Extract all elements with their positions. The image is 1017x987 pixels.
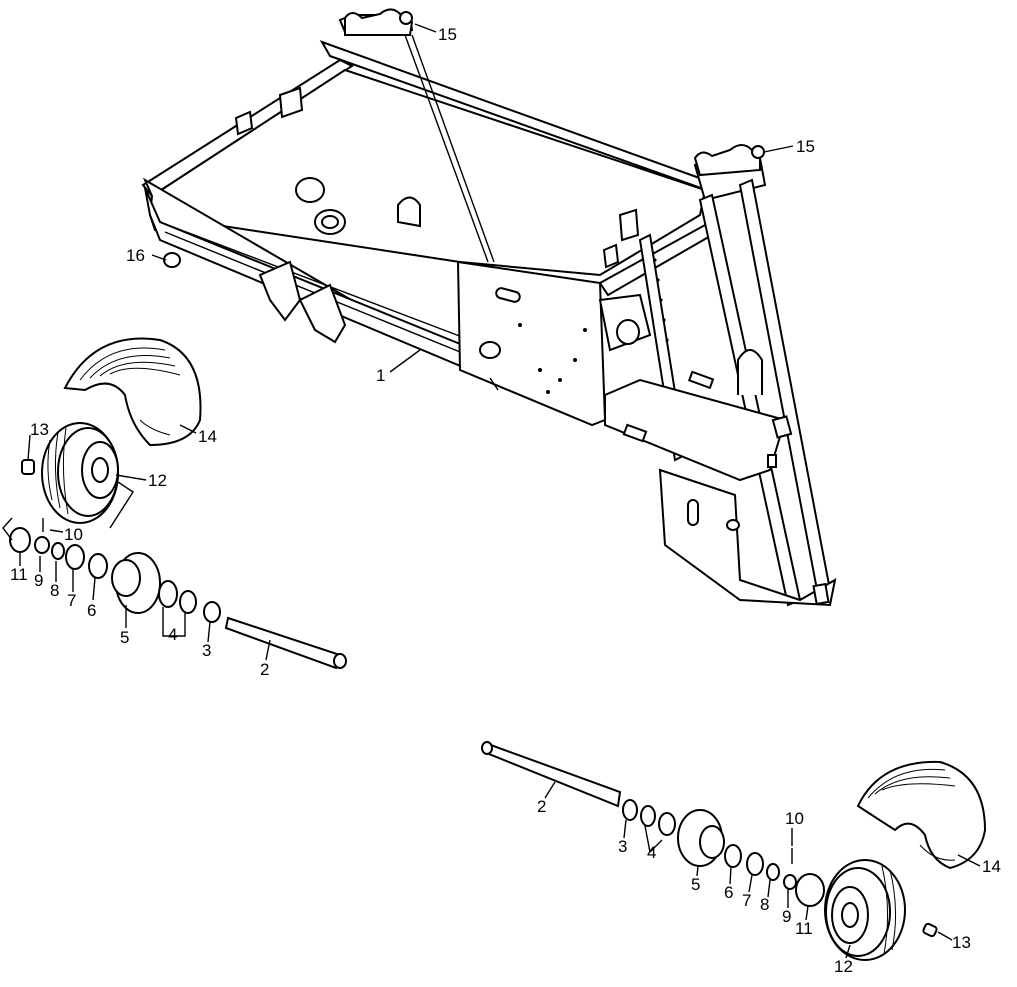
callout-3-right: 3 <box>618 837 627 856</box>
callout-12-right: 12 <box>834 957 853 976</box>
callout-2-left: 2 <box>260 660 269 679</box>
callout-10-right: 10 <box>785 809 804 828</box>
left-hub-cap <box>9 527 31 553</box>
callout-15-top: 15 <box>438 25 457 44</box>
callout-1: 1 <box>376 366 385 385</box>
right-spindle <box>481 741 622 808</box>
right-wheel-group <box>481 741 987 961</box>
left-lug-nut <box>21 459 35 475</box>
left-inner-cup <box>158 580 178 608</box>
callout-8-right: 8 <box>760 895 769 914</box>
left-wheel-rim <box>41 422 119 524</box>
plug <box>163 252 181 268</box>
left-seal <box>203 601 221 623</box>
callout-6-right: 6 <box>724 883 733 902</box>
callout-7-right: 7 <box>742 891 751 910</box>
callout-13-left: 13 <box>30 420 49 439</box>
callout-14-left: 14 <box>198 427 217 446</box>
callout-2-right: 2 <box>537 797 546 816</box>
callout-15-right: 15 <box>796 137 815 156</box>
callout-6-left: 6 <box>87 601 96 620</box>
callout-9-right: 9 <box>782 907 791 926</box>
right-castle-nut <box>783 874 797 890</box>
right-washer <box>766 863 780 881</box>
callout-10-left: 10 <box>64 525 83 544</box>
left-bearing-cup <box>88 553 108 579</box>
right-hub-cap <box>795 873 825 907</box>
left-spindle <box>224 616 347 670</box>
left-outer-bearing <box>65 544 85 570</box>
right-bearing-cup <box>724 844 742 868</box>
leader-lines <box>2 23 981 959</box>
callout-13-right: 13 <box>952 933 971 952</box>
callout-11-left: 11 <box>10 565 28 584</box>
right-wheel-rim <box>824 859 906 961</box>
callout-9-left: 9 <box>34 571 43 590</box>
callout-16: 16 <box>126 246 145 265</box>
right-inner-bearing <box>640 805 656 827</box>
callout-8-left: 8 <box>50 581 59 600</box>
callout-11-right: 11 <box>795 919 813 938</box>
left-tire <box>63 337 202 447</box>
right-outer-bearing <box>746 852 764 876</box>
callout-labels: 15 15 16 1 14 13 12 10 11 9 8 7 6 5 4 3 … <box>10 25 1001 976</box>
callout-12-left: 12 <box>148 471 167 490</box>
left-castle-nut <box>34 536 50 554</box>
left-inner-bearing <box>179 590 197 614</box>
right-lug-nut <box>922 922 938 938</box>
right-hub <box>677 809 725 867</box>
callout-5-right: 5 <box>691 875 700 894</box>
callout-4-left: 4 <box>168 625 177 644</box>
frame-assembly <box>141 8 837 607</box>
right-inner-cup <box>658 812 676 836</box>
callout-14-right: 14 <box>982 857 1001 876</box>
callout-3-left: 3 <box>202 641 211 660</box>
callout-5-left: 5 <box>120 628 129 647</box>
callout-4-right: 4 <box>647 843 656 862</box>
callout-7-left: 7 <box>67 591 76 610</box>
left-hub <box>111 552 161 614</box>
left-washer <box>51 542 65 560</box>
left-wheel-group <box>9 337 347 670</box>
right-tire <box>856 760 987 870</box>
right-seal <box>622 799 638 821</box>
